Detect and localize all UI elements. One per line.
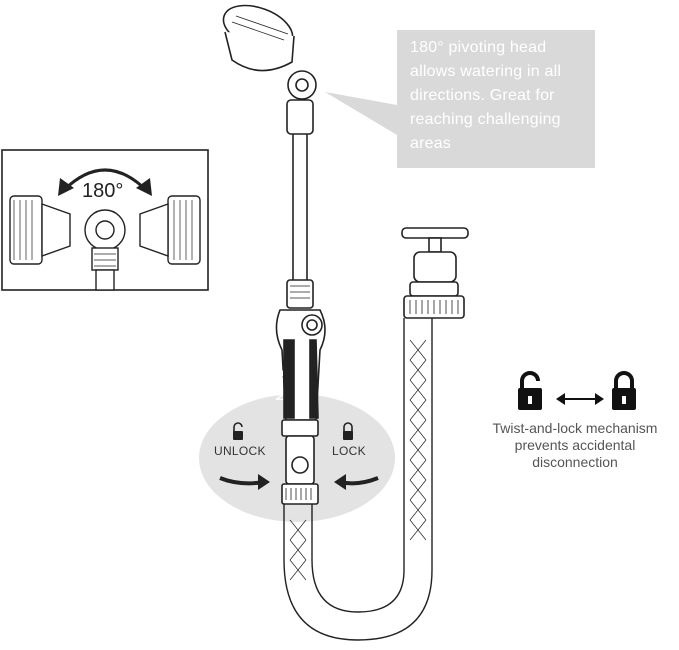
rotate-180-arrow <box>62 168 148 192</box>
twist-lock-caption: Twist-and-lock mechanism prevents accide… <box>492 420 658 470</box>
unlock-label: UNLOCK <box>214 444 266 458</box>
lock-small-icon <box>343 422 353 440</box>
callout-text: 180° pivoting head allows watering in al… <box>410 39 562 152</box>
hose <box>283 318 433 641</box>
double-arrow-icon <box>556 393 604 405</box>
curved-arrowhead-right <box>334 474 346 490</box>
unlock-small-icon <box>233 422 243 440</box>
spigot <box>401 227 469 319</box>
inset-angle-label: 180° <box>82 180 124 202</box>
callout-pointer <box>325 92 397 135</box>
brand-logo-text: EDEN <box>273 370 284 402</box>
inset-nozzle-illustration <box>9 195 201 291</box>
curved-arrowhead-left <box>258 474 270 490</box>
locked-padlock-icon <box>612 371 636 410</box>
lock-label: LOCK <box>332 444 366 458</box>
callout-box <box>397 30 595 168</box>
wand <box>275 99 326 505</box>
rotate-arrowhead-right <box>136 178 152 196</box>
unlocked-padlock-icon <box>518 371 542 410</box>
spray-head <box>222 4 317 100</box>
rotate-arrowhead-left <box>58 178 74 196</box>
